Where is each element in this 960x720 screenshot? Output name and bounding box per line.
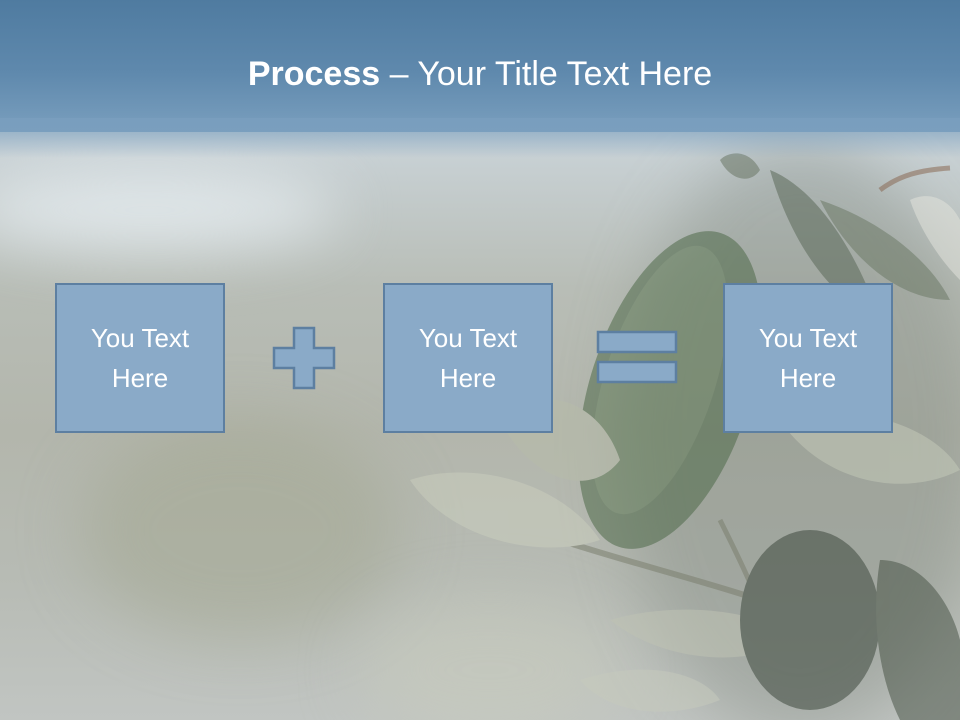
process-box-text: You Text Here [75, 318, 205, 398]
process-box-text: You Text Here [743, 318, 873, 398]
process-box-1[interactable]: You Text Here [55, 283, 225, 433]
process-box-line: Here [779, 363, 837, 393]
title-bar [0, 0, 960, 132]
background-blur [0, 170, 340, 250]
title-bar-fade [0, 118, 960, 158]
plus-icon[interactable] [272, 326, 336, 390]
slide-title[interactable]: Process – Your Title Text Here [0, 52, 960, 96]
process-box-line: You Text [418, 323, 518, 353]
process-box-line: You Text [90, 323, 190, 353]
background-blur [360, 600, 620, 720]
equals-icon[interactable] [596, 330, 678, 384]
process-box-3[interactable]: You Text Here [723, 283, 893, 433]
process-box-2[interactable]: You Text Here [383, 283, 553, 433]
slide-title-bold: Process [247, 55, 381, 93]
process-box-line: You Text [758, 323, 858, 353]
process-box-line: Here [439, 363, 497, 393]
process-box-text: You Text Here [403, 318, 533, 398]
slide-title-rest: – Your Title Text Here [380, 55, 713, 93]
process-box-line: Here [111, 363, 169, 393]
background-blur [80, 420, 400, 640]
